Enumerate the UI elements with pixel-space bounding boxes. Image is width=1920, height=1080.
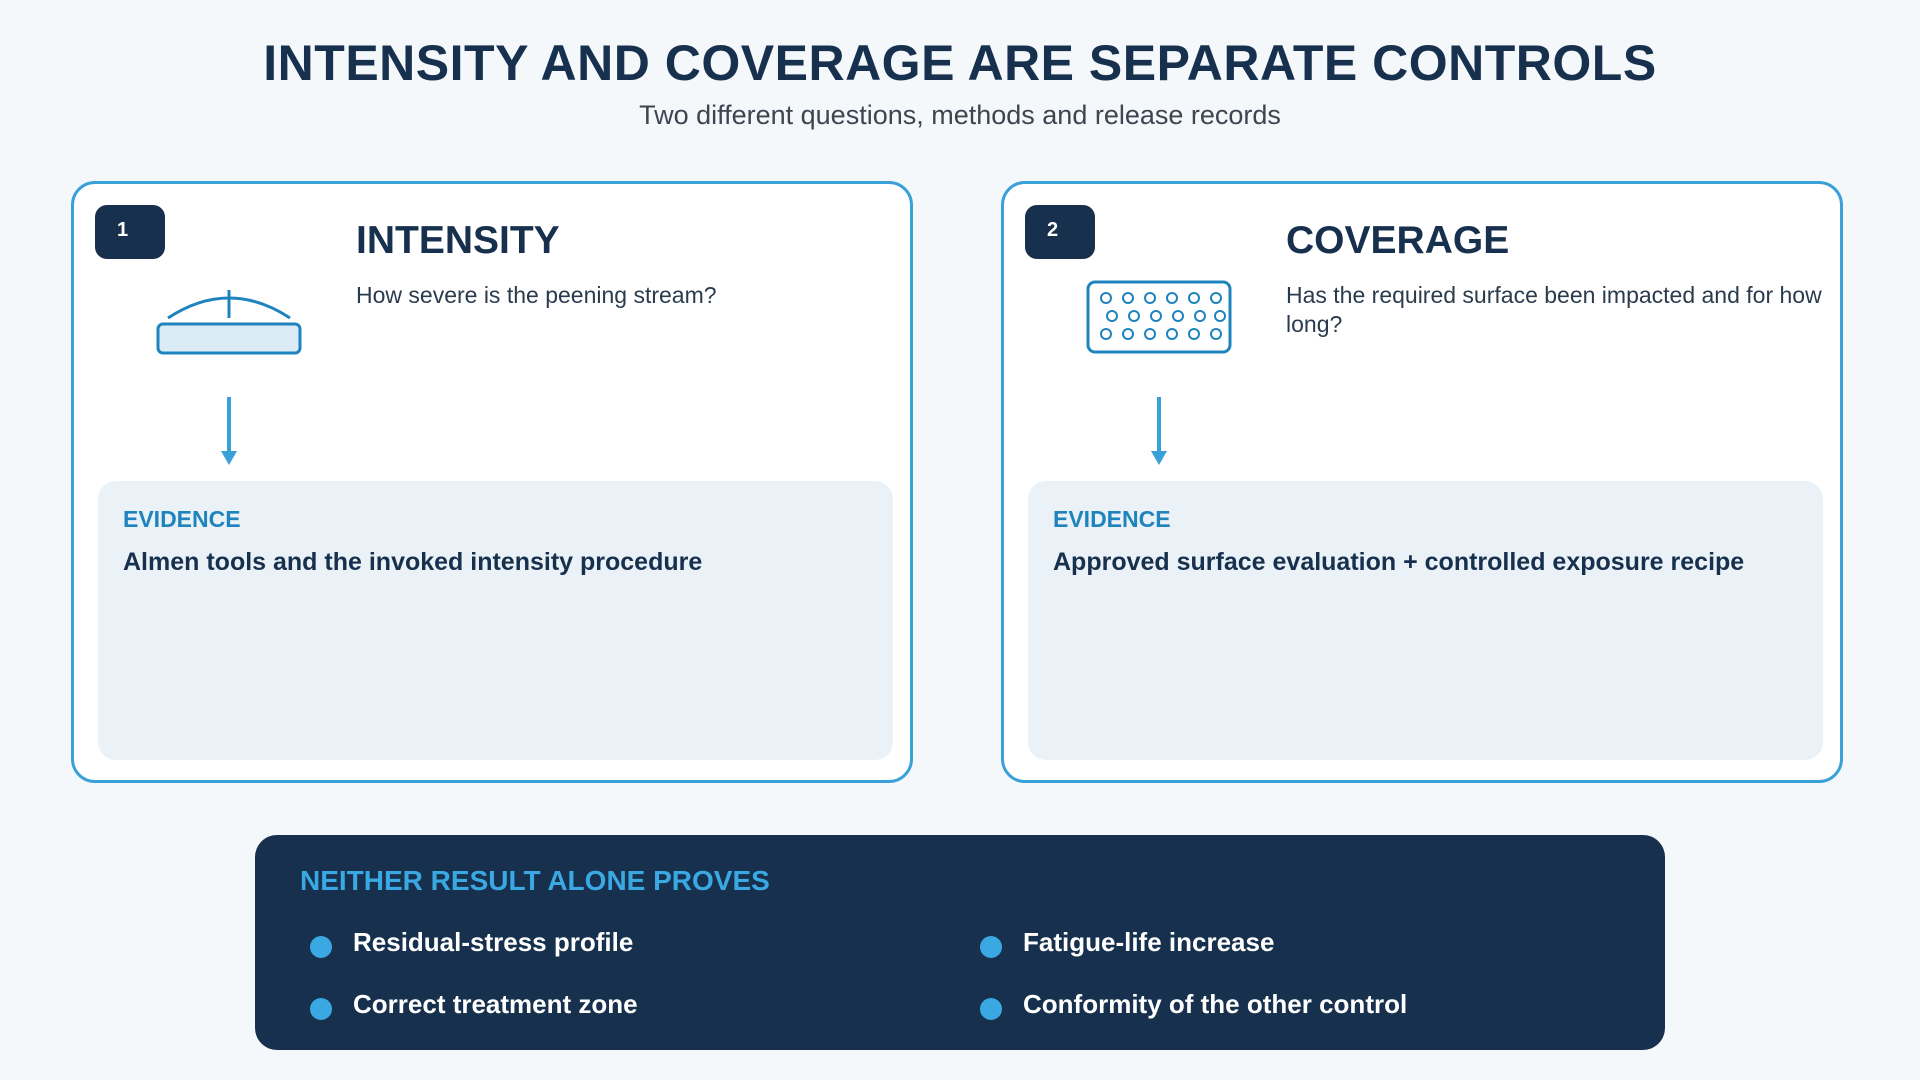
evidence-text: Almen tools and the invoked intensity pr… [123,548,703,576]
page-title: INTENSITY AND COVERAGE ARE SEPARATE CONT… [263,35,1657,91]
summary-item-text: Correct treatment zone [353,989,638,1019]
step-badge-2: 2 [1025,205,1095,259]
intensity-evidence-panel: EVIDENCE Almen tools and the invoked int… [98,481,893,760]
evidence-label: EVIDENCE [123,506,241,532]
coverage-evidence-panel: EVIDENCE Approved surface evaluation + c… [1028,481,1823,760]
summary-panel: NEITHER RESULT ALONE PROVES Residual-str… [255,835,1665,1050]
coverage-title: COVERAGE [1286,219,1510,262]
intensity-title: INTENSITY [356,219,560,262]
dimpled-surface-icon [1086,280,1232,354]
coverage-card: 2 COVERAGE Has the required surface been… [1001,181,1843,783]
coverage-question: Has the required surface been impacted a… [1286,282,1822,337]
page-subtitle: Two different questions, methods and rel… [639,100,1281,130]
summary-title: NEITHER RESULT ALONE PROVES [300,865,770,896]
summary-item-text: Fatigue-life increase [1023,927,1275,957]
evidence-label: EVIDENCE [1053,506,1171,532]
arrow-down-icon [221,397,237,465]
evidence-text: Approved surface evaluation + controlled… [1053,548,1745,576]
bullet-dot-icon [980,998,1002,1020]
summary-item-text: Conformity of the other control [1023,989,1408,1019]
arrow-down-icon [1151,397,1167,465]
almen-strip-gauge-icon [156,290,302,355]
bullet-dot-icon [980,936,1002,958]
summary-item-text: Residual-stress profile [353,927,634,957]
bullet-dot-icon [310,936,332,958]
intensity-card: 1 INTENSITY How severe is the peening st… [71,181,913,783]
bullet-dot-icon [310,998,332,1020]
intensity-question: How severe is the peening stream? [356,282,717,308]
step-badge-1: 1 [95,205,165,259]
